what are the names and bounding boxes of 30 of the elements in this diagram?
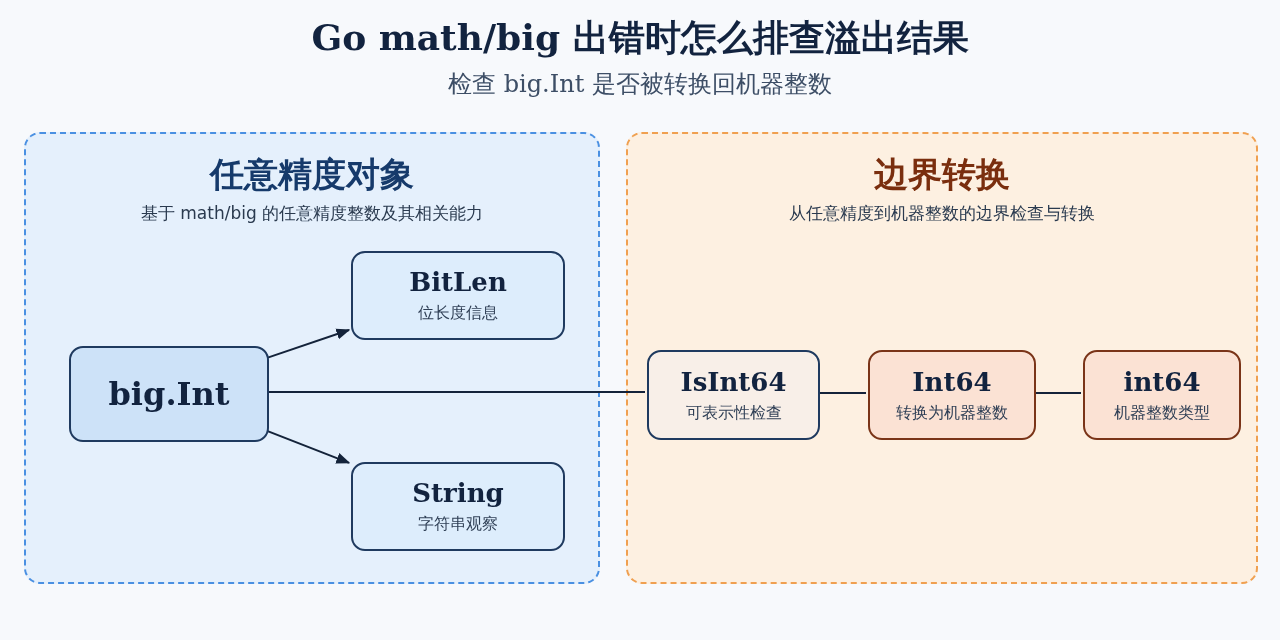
connector-line (1033, 392, 1082, 394)
process-box (1083, 350, 1241, 440)
process-box (69, 346, 269, 442)
box-description: 机器整数类型 (1114, 402, 1210, 424)
connector-line (817, 392, 867, 394)
box-title: int64 (1123, 366, 1201, 397)
connector-line (266, 391, 646, 393)
group-panel (24, 132, 600, 584)
box-description: 位长度信息 (418, 303, 498, 324)
process-box (351, 251, 565, 340)
arrow (266, 328, 351, 359)
process-box (868, 350, 1036, 440)
group-heading: 边界转换 (873, 153, 1011, 196)
subtitle: 检查 big.Int 是否被转换回机器整数 (447, 69, 833, 100)
box-description: 字符串观察 (418, 514, 498, 535)
process-box (647, 350, 820, 440)
process-box (351, 462, 565, 551)
group-heading: 任意精度对象 (208, 153, 415, 196)
box-title: IsInt64 (680, 366, 787, 397)
box-description: 可表示性检查 (685, 402, 782, 424)
group-description: 从任意精度到机器整数的边界检查与转换 (788, 202, 1096, 225)
box-description: 转换为机器整数 (896, 402, 1008, 424)
box-title: Int64 (912, 366, 992, 397)
box-title: String (412, 478, 504, 508)
arrow (266, 429, 351, 464)
diagram-title: Go math/big 出错时怎么排查溢出结果 (310, 15, 970, 60)
box-title: big.Int (108, 375, 230, 413)
box-title: BitLen (409, 267, 507, 297)
group-description: 基于 math/big 的任意精度整数及其相关能力 (139, 202, 485, 225)
group-panel (626, 132, 1258, 584)
